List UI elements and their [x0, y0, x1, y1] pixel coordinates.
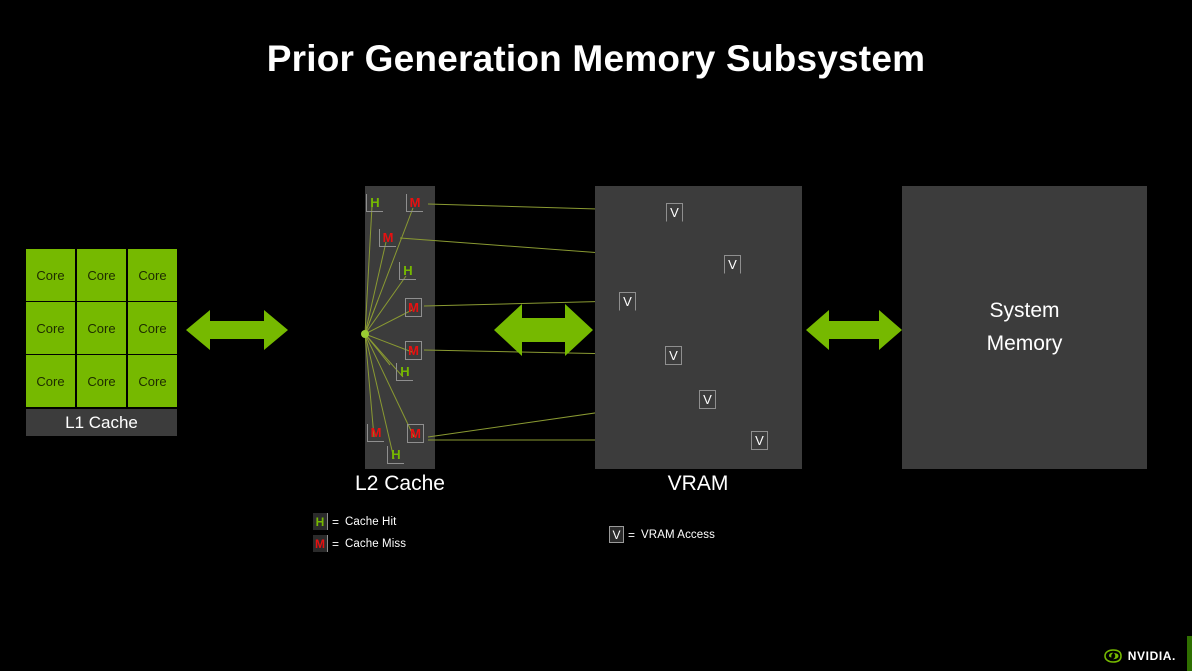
cache-hit-legend-icon: H — [313, 513, 328, 530]
core-cell: Core — [128, 302, 177, 354]
vram-access-marker: V — [751, 431, 768, 450]
nvidia-wordmark: NVIDIA. — [1127, 649, 1176, 663]
cache-hit-marker: H — [396, 363, 413, 381]
cache-miss-marker: M — [379, 229, 396, 247]
vram-access-legend-icon: V — [609, 526, 624, 543]
core-cell: Core — [26, 249, 75, 301]
legend-vram-access: V = VRAM Access — [609, 526, 715, 543]
legend-equals: = — [332, 536, 340, 551]
core-cell: Core — [26, 302, 75, 354]
legend-cache-hit-text: Cache Hit — [345, 515, 397, 528]
system-memory-line-2: Memory — [986, 331, 1063, 355]
cache-miss-marker: M — [407, 424, 424, 443]
nvidia-eye-icon — [1103, 649, 1122, 663]
vram-access-marker: V — [665, 346, 682, 365]
l1-cache-bar: L1 Cache — [26, 409, 177, 436]
legend-cache-miss: M = Cache Miss — [313, 535, 406, 552]
cache-miss-legend-icon: M — [313, 535, 328, 552]
cache-hit-marker: H — [387, 446, 404, 464]
core-cluster: Core Core Core Core Core Core Core Core … — [26, 249, 177, 436]
system-memory-label: System Memory — [902, 186, 1147, 469]
core-cell: Core — [77, 355, 126, 407]
cache-hit-marker: H — [399, 262, 416, 280]
core-cell: Core — [128, 355, 177, 407]
core-grid: Core Core Core Core Core Core Core Core … — [26, 249, 177, 407]
vram-access-marker: V — [724, 255, 741, 274]
l2-cache-label: L2 Cache — [355, 472, 445, 495]
core-cell: Core — [26, 355, 75, 407]
core-cell: Core — [77, 249, 126, 301]
system-memory-line-1: System — [989, 298, 1060, 322]
bidirectional-arrow-core-to-l2 — [186, 307, 288, 353]
vram-label: VRAM — [667, 472, 729, 495]
vram-access-marker: V — [666, 203, 683, 222]
bidirectional-arrow-vram-to-system — [806, 307, 902, 353]
vram-access-marker: V — [699, 390, 716, 409]
cache-hit-marker: H — [366, 194, 383, 212]
core-cell: Core — [128, 249, 177, 301]
legend-cache-hit: H = Cache Hit — [313, 513, 396, 530]
nvidia-logo: NVIDIA. — [1103, 649, 1176, 663]
slide-edge-accent — [1187, 636, 1192, 671]
legend-cache-miss-text: Cache Miss — [345, 537, 407, 550]
cache-miss-marker: M — [405, 341, 422, 360]
core-cell: Core — [77, 302, 126, 354]
page-title: Prior Generation Memory Subsystem — [266, 38, 926, 79]
legend-equals: = — [332, 514, 340, 529]
vram-panel — [595, 186, 802, 469]
legend-vram-access-text: VRAM Access — [641, 528, 715, 541]
cache-miss-marker: M — [406, 194, 423, 212]
cache-miss-marker: M — [367, 424, 384, 442]
legend-equals: = — [628, 527, 636, 542]
vram-access-marker: V — [619, 292, 636, 311]
system-memory-panel — [902, 186, 1147, 469]
bidirectional-arrow-l2-to-vram — [494, 301, 593, 359]
cache-miss-marker: M — [405, 298, 422, 317]
